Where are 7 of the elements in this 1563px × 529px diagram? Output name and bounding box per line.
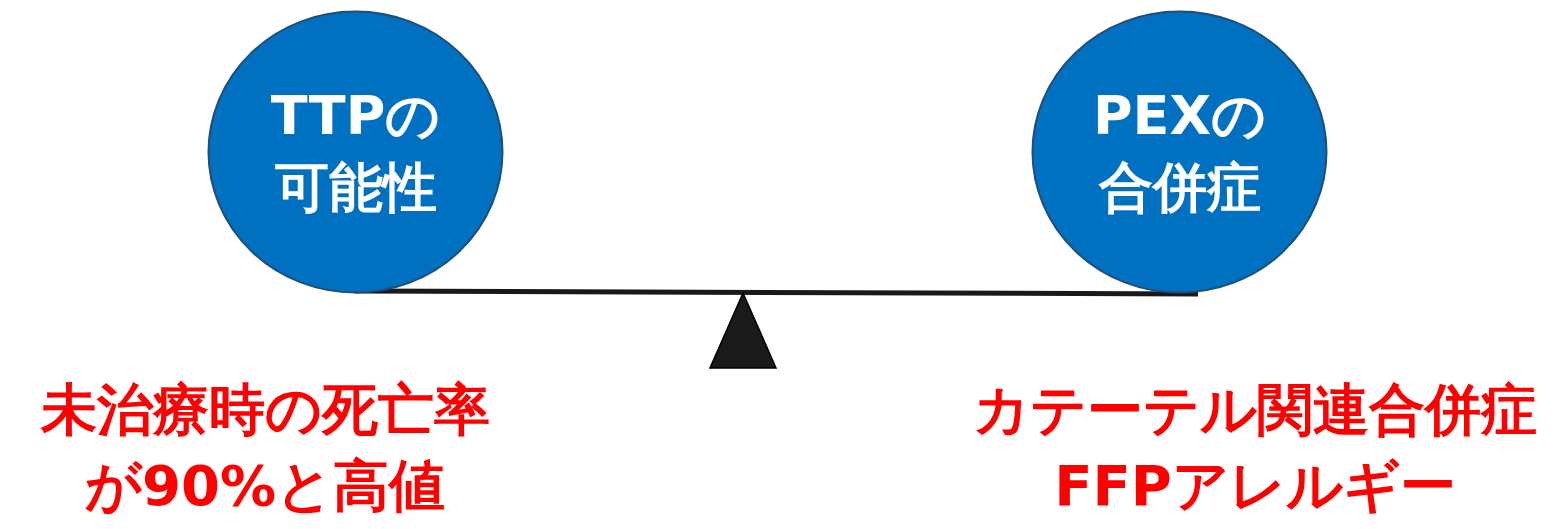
circle-label: PEXの合併症 [1091,83,1268,221]
topic-circle [207,10,504,294]
note-text: FFPアレルギー [1053,452,1457,520]
note-text: 未治療時の死亡率が90%と高値 [39,376,491,520]
circle-label: TTPの可能性 [269,83,442,221]
topic-circle [1031,10,1328,294]
note-text: カテーテル関連合併症 [972,376,1538,444]
